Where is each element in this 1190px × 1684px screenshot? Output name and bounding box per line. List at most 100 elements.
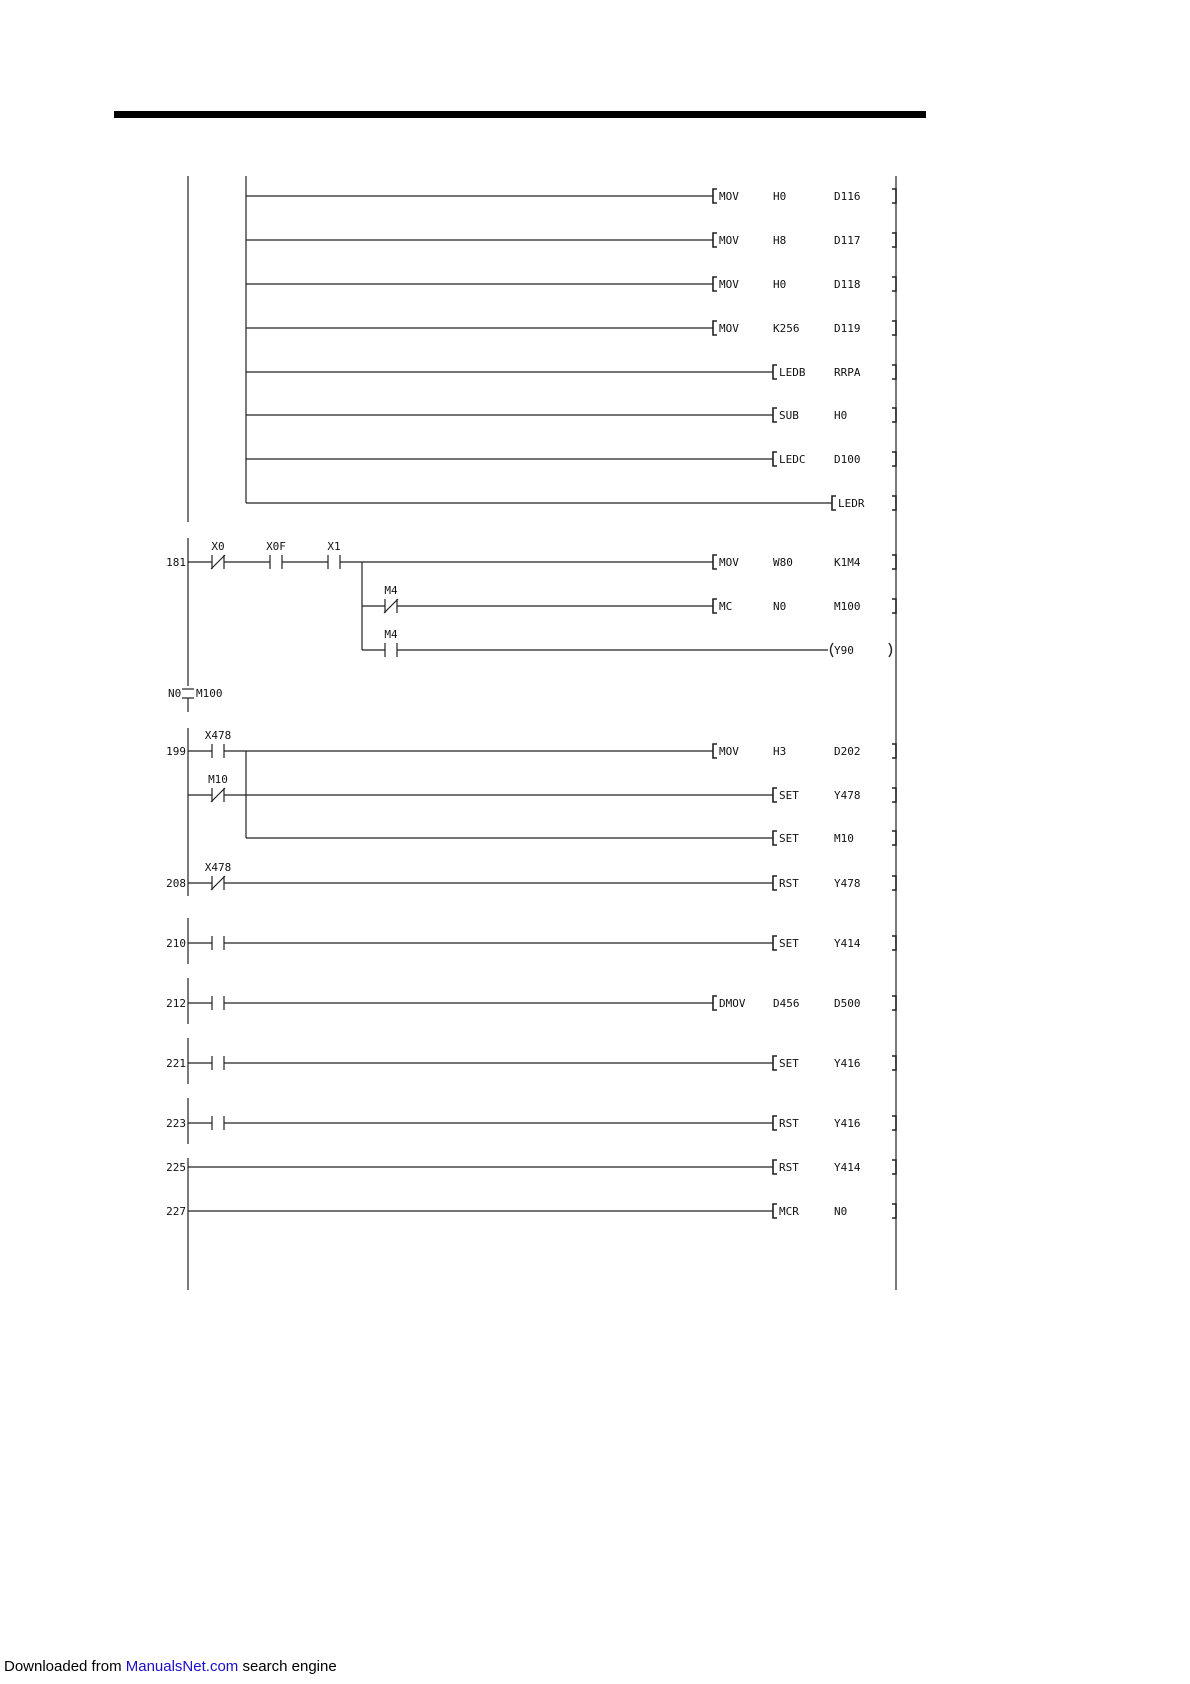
instruction-bracket-right (892, 407, 897, 423)
contact-label: X0 (211, 540, 224, 553)
instruction-bracket-left (712, 276, 717, 292)
instruction-name: SUB (779, 409, 799, 422)
instruction-operand: Y478 (834, 789, 861, 802)
instruction-operand: M100 (834, 600, 861, 613)
instruction-name: RST (779, 877, 799, 890)
instruction-bracket-left (712, 598, 717, 614)
step-number: 223 (166, 1117, 186, 1130)
instruction-bracket-left (772, 364, 777, 380)
instruction-operand: H8 (773, 234, 786, 247)
instruction-bracket-left (772, 1159, 777, 1175)
mc-marker-right-label: M100 (196, 687, 223, 700)
contact-symbol (210, 554, 226, 570)
instruction-operand: D117 (834, 234, 861, 247)
instruction-bracket-right (892, 451, 897, 467)
contact-symbol (210, 787, 226, 803)
instruction-operand: H0 (834, 409, 847, 422)
step-number: 212 (166, 997, 186, 1010)
instruction-name: MC (719, 600, 732, 613)
instruction-name: MOV (719, 322, 739, 335)
instruction-operand: RRPA (834, 366, 861, 379)
contact-label: X1 (327, 540, 340, 553)
contact-label: M4 (384, 628, 398, 641)
instruction-name: LEDR (838, 497, 865, 510)
instruction-bracket-left (772, 935, 777, 951)
instruction-name: Y90 (834, 644, 854, 657)
instruction-operand: Y416 (834, 1117, 861, 1130)
instruction-name: MCR (779, 1205, 799, 1218)
instruction-bracket-left (772, 830, 777, 846)
instruction-name: DMOV (719, 997, 746, 1010)
instruction-operand: D500 (834, 997, 861, 1010)
instruction-operand: D119 (834, 322, 861, 335)
instruction-operand: M10 (834, 832, 854, 845)
contact-symbol (210, 875, 226, 891)
instruction-bracket-right (892, 830, 897, 846)
step-number: 221 (166, 1057, 186, 1070)
mc-marker-left-label: N0 (168, 687, 181, 700)
instruction-operand: Y414 (834, 937, 861, 950)
step-number: 225 (166, 1161, 186, 1174)
instruction-operand: K256 (773, 322, 800, 335)
instruction-bracket-right (892, 1203, 897, 1219)
instruction-bracket-left (772, 407, 777, 423)
step-number: 199 (166, 745, 186, 758)
instruction-bracket-right (892, 598, 897, 614)
contact-label: M10 (208, 773, 228, 786)
instruction-bracket-right (892, 935, 897, 951)
instruction-name: MOV (719, 278, 739, 291)
contact-label: M4 (384, 584, 398, 597)
instruction-bracket-left (772, 787, 777, 803)
footer-prefix: Downloaded from (4, 1658, 122, 1675)
instruction-bracket-right (892, 1159, 897, 1175)
contact-label: X0F (266, 540, 286, 553)
instruction-bracket-left (712, 995, 717, 1011)
instruction-operand: D202 (834, 745, 861, 758)
instruction-bracket-left (772, 1115, 777, 1131)
instruction-operand: N0 (834, 1205, 847, 1218)
contact-label: X478 (205, 861, 232, 874)
contact-label: X478 (205, 729, 232, 742)
instruction-operand: N0 (773, 600, 786, 613)
instruction-bracket-right (892, 875, 897, 891)
instruction-operand: H0 (773, 278, 786, 291)
instruction-operand: D100 (834, 453, 861, 466)
step-number: 227 (166, 1205, 186, 1218)
instruction-bracket-left (712, 232, 717, 248)
instruction-name: MOV (719, 234, 739, 247)
instruction-name: MOV (719, 745, 739, 758)
instruction-operand: K1M4 (834, 556, 861, 569)
instruction-name: SET (779, 1057, 799, 1070)
instruction-bracket-right (892, 320, 897, 336)
instruction-bracket-right (892, 743, 897, 759)
step-number: 181 (166, 556, 186, 569)
instruction-operand: D456 (773, 997, 800, 1010)
contact-symbol (383, 598, 399, 614)
step-number: 210 (166, 937, 186, 950)
instruction-name: SET (779, 789, 799, 802)
instruction-bracket-right (892, 276, 897, 292)
instruction-name: LEDB (779, 366, 806, 379)
instruction-operand: D116 (834, 190, 861, 203)
instruction-bracket-right (892, 1055, 897, 1071)
mc-marker: N0 M100 (168, 687, 223, 700)
instruction-bracket-left (772, 451, 777, 467)
instruction-operand: Y414 (834, 1161, 861, 1174)
footer-site-link[interactable]: ManualsNet.com (125, 1658, 239, 1675)
instruction-bracket-right (892, 495, 897, 511)
instruction-name: SET (779, 832, 799, 845)
instruction-bracket-right (892, 232, 897, 248)
instruction-operand: H3 (773, 745, 786, 758)
instruction-bracket-left (712, 188, 717, 204)
footer-suffix: search engine (242, 1658, 337, 1675)
step-number: 208 (166, 877, 186, 890)
instruction-bracket-right (892, 364, 897, 380)
instruction-name: MOV (719, 190, 739, 203)
instruction-operand: Y478 (834, 877, 861, 890)
instruction-bracket-left (712, 554, 717, 570)
instruction-bracket-right (892, 1115, 897, 1131)
footer: Downloaded from ManualsNet.com search en… (4, 1658, 337, 1675)
instruction-bracket-left (772, 875, 777, 891)
coil-left (829, 642, 834, 658)
